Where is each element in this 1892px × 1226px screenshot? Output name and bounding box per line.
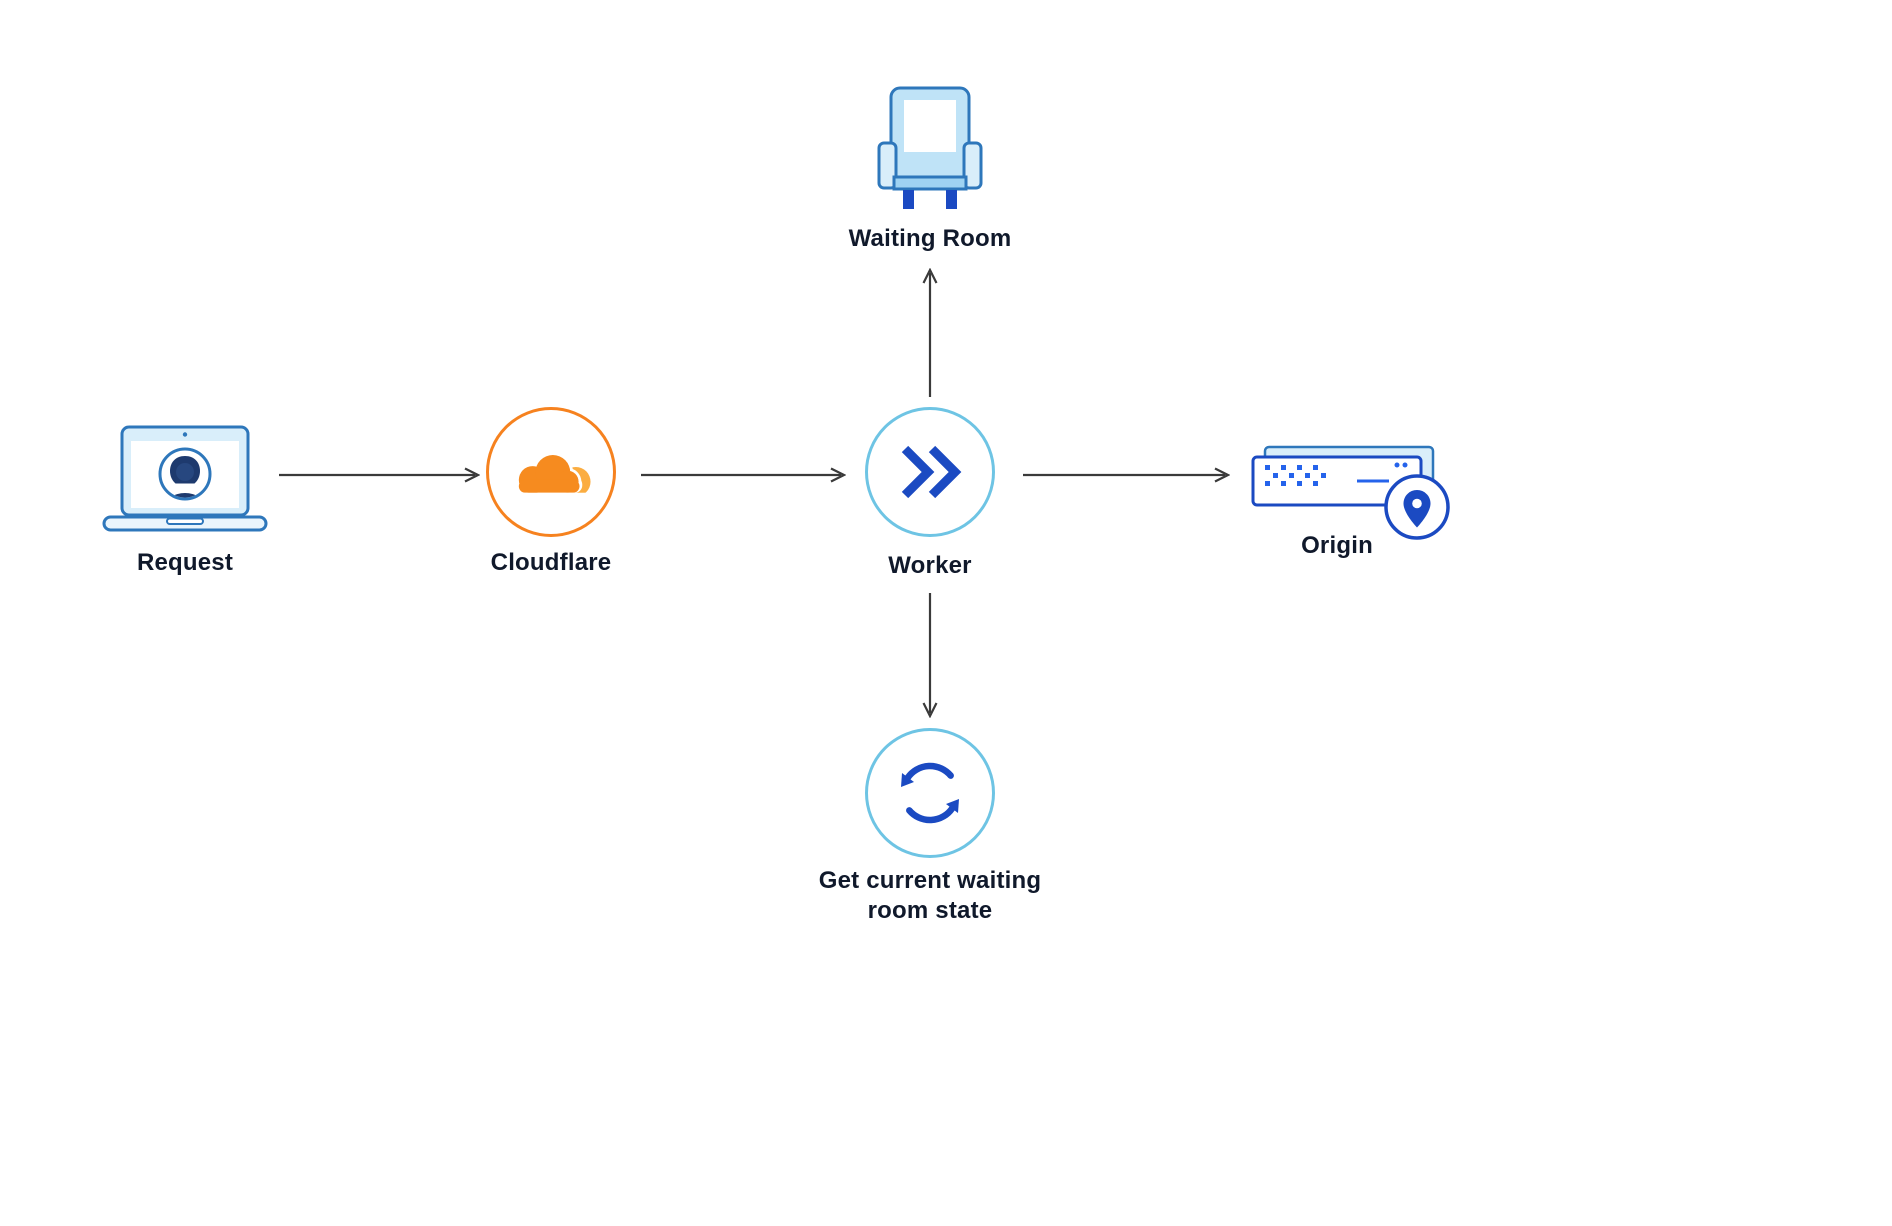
waiting-room-node <box>875 85 985 213</box>
sync-icon <box>901 762 959 824</box>
request-label: Request <box>136 549 234 576</box>
arrow-request-to-cloudflare <box>279 467 480 483</box>
arrow-cloudflare-to-worker <box>641 467 846 483</box>
cloudflare-logo-icon <box>505 451 597 501</box>
origin-node <box>1245 435 1455 555</box>
arrow-worker-to-waiting-room <box>922 268 938 397</box>
worker-chevrons-icon <box>901 445 962 499</box>
location-pin-icon <box>1384 474 1450 540</box>
server-location-icon <box>1251 445 1450 540</box>
server-dot-pattern <box>1265 462 1408 486</box>
state-node <box>865 728 995 858</box>
cloudflare-node <box>486 407 616 537</box>
arrow-worker-to-origin <box>1023 467 1230 483</box>
avatar <box>164 456 206 498</box>
state-label: Get current waiting room state <box>818 867 1042 924</box>
origin-label: Origin <box>1301 532 1373 559</box>
worker-label: Worker <box>888 552 972 579</box>
cloudflare-label: Cloudflare <box>490 549 612 576</box>
waiting-room-label: Waiting Room <box>848 225 1012 252</box>
laptop-user-icon <box>102 425 268 532</box>
worker-node <box>865 407 995 537</box>
chair-icon <box>877 86 983 209</box>
request-node <box>100 425 270 537</box>
arrow-worker-to-state <box>922 593 938 718</box>
